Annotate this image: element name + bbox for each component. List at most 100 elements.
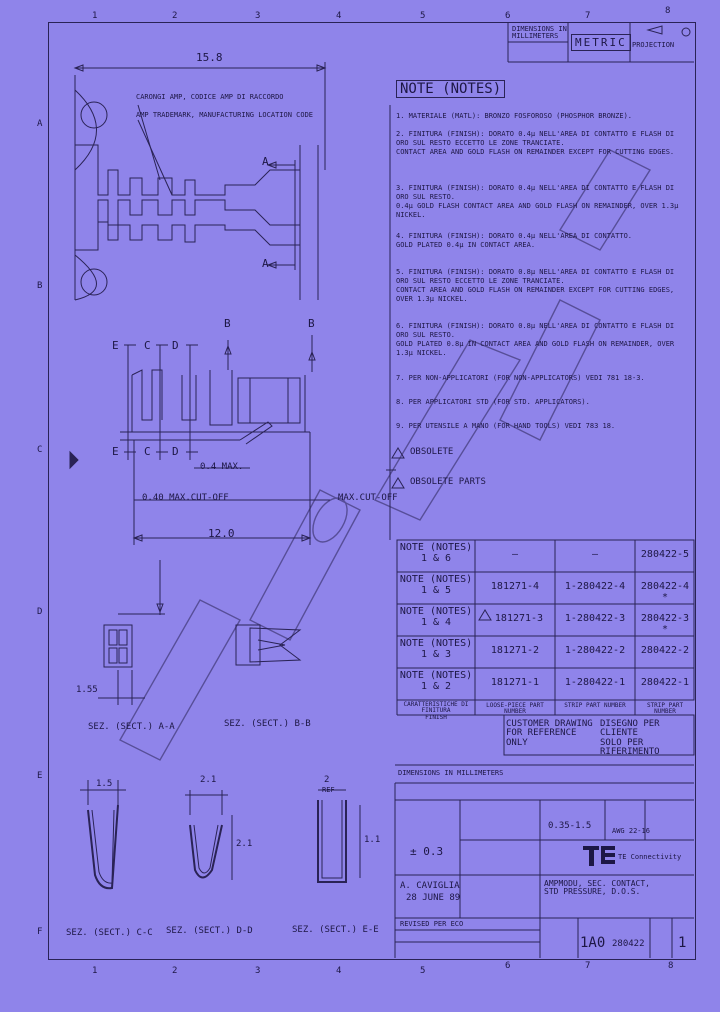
part-row-4-b: 1-280422-2 xyxy=(564,645,626,656)
section-letter-d1: D xyxy=(172,339,179,352)
zone-bottom-4: 4 xyxy=(336,966,342,976)
part-row-3-c: 280422-3 * xyxy=(640,613,690,635)
note-6: 6. FINITURA (FINISH): DORATO 0.8µ NELL'A… xyxy=(396,322,675,357)
section-label-c: SEZ. (SECT.) C-C xyxy=(66,928,153,938)
section-letter-b1: B xyxy=(224,317,231,330)
dim-cutoff-b: 0.4 MAX. xyxy=(200,462,244,472)
revisions-header: REVISED PER ECO xyxy=(400,920,464,928)
note-2: 2. FINITURA (FINISH): DORATO 0.4µ NELL'A… xyxy=(396,130,675,156)
part-footer-strip-1: STRIP PART NUMBER xyxy=(564,702,626,709)
part-row-1-a: – xyxy=(511,549,519,560)
dim-strip-width: 12.0 xyxy=(208,527,235,540)
part-row-1-note: NOTE (NOTES) 1 & 6 xyxy=(399,542,473,564)
zone-left-f: F xyxy=(37,927,43,937)
zone-bottom-7: 7 xyxy=(585,961,591,971)
zone-top-2: 2 xyxy=(172,11,178,21)
dim-section-d: 2.1 xyxy=(200,775,217,785)
zone-bottom-5: 5 xyxy=(420,966,426,976)
callout-trademark-en: AMP TRADEMARK, MANUFACTURING LOCATION CO… xyxy=(136,111,314,119)
dim-section-a: 1.5 xyxy=(96,779,113,789)
note-3: 3. FINITURA (FINISH): DORATO 0.4µ NELL'A… xyxy=(396,184,679,219)
obsolete-label: OBSOLETE xyxy=(410,447,454,457)
customer-drawing-it: DISEGNO PER CLIENTE SOLO PER RIFERIMENTO xyxy=(600,719,660,758)
wire-awg: AWG 22-16 xyxy=(612,827,650,835)
dim-cutoff-a: 0.40 MAX.CUT-OFF xyxy=(142,493,229,503)
drawn-date: 28 JUNE 89 xyxy=(406,893,461,903)
doc-no-prefix: 1A0 xyxy=(580,935,606,951)
drawn-by: A. CAVIGLIA xyxy=(400,881,460,891)
header-projection: PROJECTION xyxy=(632,41,675,49)
part-row-4-note: NOTE (NOTES) 1 & 3 xyxy=(399,638,473,660)
section-letter-c1: C xyxy=(144,339,151,352)
part-row-5-a: 181271-1 xyxy=(490,677,540,688)
sheet-number: 1 xyxy=(678,935,687,951)
te-brand: TE Connectivity xyxy=(618,853,682,861)
part-row-3-b: 1-280422-3 xyxy=(564,613,626,624)
zone-bottom-3: 3 xyxy=(255,966,261,976)
note-5: 5. FINITURA (FINISH): DORATO 0.8µ NELL'A… xyxy=(396,268,675,303)
part-row-5-note: NOTE (NOTES) 1 & 2 xyxy=(399,670,473,692)
dim-155: 1.55 xyxy=(76,685,98,695)
drawing-frame xyxy=(48,22,696,960)
section-label-b: SEZ. (SECT.) B-B xyxy=(224,719,311,729)
part-footer-strip-2: STRIP PART NUMBER xyxy=(646,702,684,716)
dim-overall: 15.8 xyxy=(196,51,223,64)
part-row-5-b: 1-280422-1 xyxy=(564,677,626,688)
section-label-e: SEZ. (SECT.) E-E xyxy=(292,925,379,935)
part-row-4-c: 280422-2 xyxy=(640,645,690,656)
part-row-1-b: – xyxy=(591,549,599,560)
part-row-3-note: NOTE (NOTES) 1 & 4 xyxy=(399,606,473,628)
part-row-2-c: 280422-4 * xyxy=(640,581,690,603)
zone-left-c: C xyxy=(37,445,43,455)
dim-section-e: 2 xyxy=(324,775,330,785)
section-letter-c2: C xyxy=(144,445,151,458)
section-letter-d2: D xyxy=(172,445,179,458)
note-9: 9. PER UTENSILE A MANO (FOR HAND TOOLS) … xyxy=(396,422,616,430)
zone-left-b: B xyxy=(37,281,43,291)
title-dims-note: DIMENSIONS IN MILLIMETERS xyxy=(398,769,504,777)
zone-bottom-6: 6 xyxy=(505,961,511,971)
zone-top-8: 8 xyxy=(665,6,671,16)
zone-top-4: 4 xyxy=(336,11,342,21)
zone-bottom-8: 8 xyxy=(668,961,674,971)
dim-section-e2: 1.1 xyxy=(364,835,381,845)
header-small-left: DIMENSIONS IN MILLIMETERS xyxy=(512,25,567,40)
note-7: 7. PER NON-APPLICATORI (FOR NON-APPLICAT… xyxy=(396,374,645,382)
section-letter-e2: E xyxy=(112,445,119,458)
part-row-2-b: 1-280422-4 xyxy=(564,581,626,592)
part-row-2-a: 181271-4 xyxy=(490,581,540,592)
obsolete-parts: OBSOLETE PARTS xyxy=(410,477,486,487)
zone-left-e: E xyxy=(37,771,43,781)
title-block-name: AMPMODU, SEC. CONTACT, STD PRESSURE, D.O… xyxy=(544,879,650,896)
section-letter-a2: A xyxy=(262,257,269,270)
part-footer-finish: CARATTERISTICHE DI FINITURA FINISH xyxy=(403,701,469,721)
zone-left-d: D xyxy=(37,607,43,617)
customer-drawing-en: CUSTOMER DRAWING FOR REFERENCE ONLY xyxy=(506,719,593,748)
note-1: 1. MATERIALE (MATL): BRONZO FOSFOROSO (P… xyxy=(396,112,633,120)
part-row-1-c: 280422-5 xyxy=(640,549,690,560)
dim-section-d2: 2.1 xyxy=(236,839,253,849)
zone-top-1: 1 xyxy=(92,11,98,21)
section-label-a: SEZ. (SECT.) A-A xyxy=(88,722,175,732)
section-letter-e1: E xyxy=(112,339,119,352)
notes-title: NOTE (NOTES) xyxy=(396,80,506,98)
zone-top-7: 7 xyxy=(585,11,591,21)
callout-trademark-it: CARONGI AMP, CODICE AMP DI RACCORDO xyxy=(136,93,284,101)
part-row-4-a: 181271-2 xyxy=(490,645,540,656)
wire-range: 0.35-1.5 xyxy=(548,821,592,831)
section-label-d: SEZ. (SECT.) D-D xyxy=(166,926,253,936)
part-row-5-c: 280422-1 xyxy=(640,677,690,688)
zone-left-a: A xyxy=(37,119,43,129)
part-footer-loose: LOOSE-PIECE PART NUMBER xyxy=(486,702,544,716)
zone-top-5: 5 xyxy=(420,11,426,21)
part-row-2-note: NOTE (NOTES) 1 & 5 xyxy=(399,574,473,596)
tolerance-value: ± 0.3 xyxy=(410,845,444,858)
zone-top-6: 6 xyxy=(505,11,511,21)
zone-bottom-2: 2 xyxy=(172,966,178,976)
section-letter-a1: A xyxy=(262,155,269,168)
zone-bottom-1: 1 xyxy=(92,966,98,976)
dim-section-e-ref: REF xyxy=(322,786,335,794)
zone-top-3: 3 xyxy=(255,11,261,21)
note-8: 8. PER APPLICATORI STD (FOR STD. APPLICA… xyxy=(396,398,590,406)
